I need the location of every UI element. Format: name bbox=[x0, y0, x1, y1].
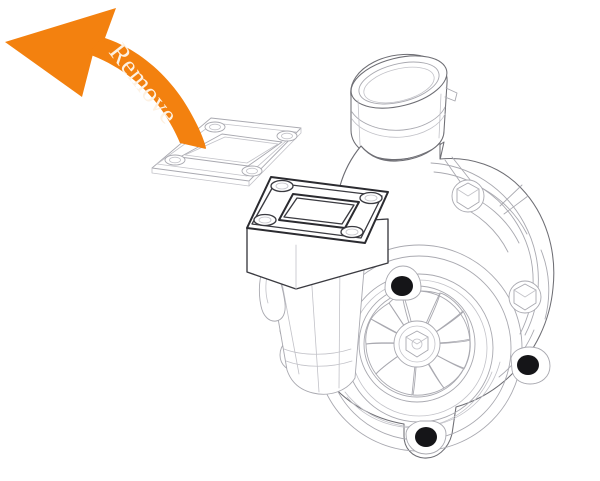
compressor-wheel bbox=[363, 290, 471, 398]
remove-arrow-shape-body bbox=[88, 40, 206, 149]
bolt-hole-bottom bbox=[405, 420, 447, 455]
remove-arrow-shape bbox=[5, 8, 206, 148]
bolt-hole-right bbox=[510, 346, 551, 385]
flange-bolt-holes bbox=[253, 179, 383, 239]
hex-bolt-lower bbox=[508, 280, 542, 314]
gasket-plate bbox=[151, 117, 302, 187]
gasket-bolt-holes bbox=[164, 121, 298, 177]
bolt-hole-top bbox=[384, 265, 422, 301]
turbocharger-assembly bbox=[151, 53, 555, 459]
inlet-pipe bbox=[350, 53, 458, 161]
compressor-blades bbox=[365, 290, 471, 396]
housing-bolt-bosses bbox=[451, 179, 542, 314]
hex-bolt-upper bbox=[451, 179, 485, 213]
mounting-flange bbox=[246, 176, 389, 290]
